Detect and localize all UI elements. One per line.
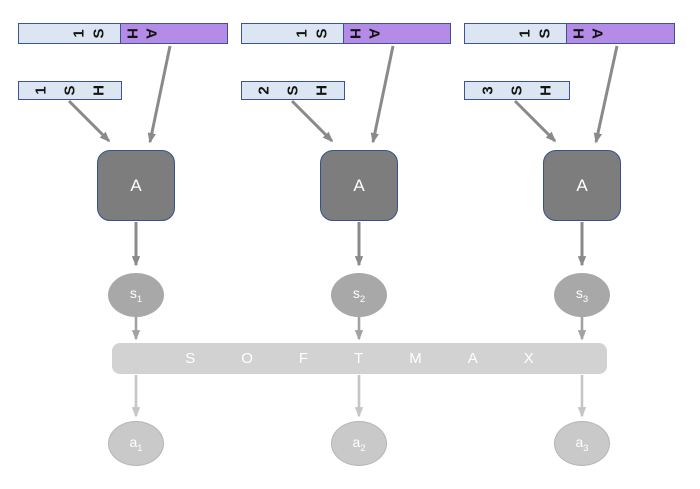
- weight-node: a3: [554, 421, 610, 466]
- score-label: s1: [129, 285, 143, 306]
- hidden-state-bar: 1 S H: [18, 81, 122, 100]
- bar-char: H: [90, 85, 108, 96]
- attention-block-label: A: [576, 175, 588, 195]
- bar-char: S: [61, 85, 79, 96]
- bar-char: S: [284, 85, 302, 96]
- score-node: s1: [108, 273, 164, 317]
- arrow-state-to-attention: [370, 45, 395, 144]
- hidden-state-bar: 2 S H: [241, 81, 345, 100]
- state-bar-light-segment: 1 S: [18, 23, 120, 44]
- attention-block-label: A: [353, 175, 365, 195]
- bar-char: 1: [293, 29, 311, 38]
- bar-char: H: [346, 28, 364, 39]
- bar-char: A: [588, 28, 606, 39]
- state-bar-purple-segment: H A: [343, 23, 451, 44]
- arrow-hidden-to-attention: [290, 99, 334, 143]
- attention-block: A: [543, 150, 621, 221]
- arrow-hidden-to-attention: [67, 99, 111, 143]
- weight-label: a1: [129, 433, 143, 454]
- state-bar-light-segment: 1 S: [241, 23, 343, 44]
- attention-block-label: A: [130, 175, 142, 195]
- attention-block: A: [97, 150, 175, 221]
- score-node: s3: [554, 273, 610, 317]
- arrow-state-to-attention: [147, 45, 172, 144]
- attention-block: A: [320, 150, 398, 221]
- bar-char: 1: [32, 86, 50, 95]
- bar-char: 2: [255, 86, 273, 95]
- state-bar-purple-segment: H A: [120, 23, 228, 44]
- score-label: s2: [352, 285, 366, 306]
- bar-char: 1: [516, 29, 534, 38]
- arrow-hidden-to-attention: [513, 99, 557, 143]
- state-bar-purple-segment: H A: [566, 23, 675, 44]
- weight-node: a1: [108, 421, 164, 466]
- bar-char: S: [536, 28, 554, 39]
- bar-char: 1: [70, 29, 88, 38]
- state-bar-light-segment: 1 S: [464, 23, 566, 44]
- bar-char: H: [123, 28, 141, 39]
- bar-char: 3: [479, 86, 497, 95]
- bar-char: S: [508, 85, 526, 96]
- score-label: s3: [575, 285, 589, 306]
- weight-label: a2: [352, 433, 366, 454]
- score-node: s2: [331, 273, 387, 317]
- softmax-label: SOFTMAX: [185, 350, 580, 367]
- weight-node: a2: [331, 421, 387, 466]
- arrow-state-to-attention: [593, 45, 619, 144]
- bar-char: H: [313, 85, 331, 96]
- softmax-bar: SOFTMAX: [112, 343, 607, 374]
- bar-char: A: [142, 28, 160, 39]
- bar-char: S: [313, 28, 331, 39]
- bar-char: H: [569, 28, 587, 39]
- bar-char: H: [537, 85, 555, 96]
- bar-char: S: [90, 28, 108, 39]
- weight-label: a3: [575, 433, 589, 454]
- bar-char: A: [365, 28, 383, 39]
- hidden-state-bar: 3 S H: [464, 81, 570, 100]
